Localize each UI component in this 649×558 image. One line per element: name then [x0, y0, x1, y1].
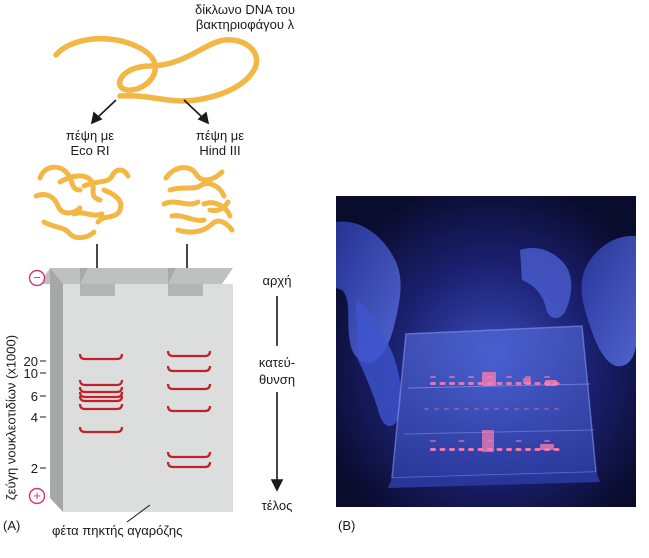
- direction-label-line1: κατεύ-: [258, 355, 296, 370]
- photo-dna-band: [523, 378, 531, 384]
- photo-dna-band: [468, 376, 474, 378]
- digest-left-line2: Eco RI: [70, 143, 110, 158]
- digest-right-line2: Hind III: [199, 143, 241, 158]
- hindiii-band: [166, 451, 212, 459]
- digest-left-line1: πέψη με: [65, 128, 115, 143]
- ecori-band: [78, 426, 124, 434]
- y-axis-label: ζεύγη νουκλεοτιδίων (x1000): [3, 334, 19, 501]
- ecori-band: [78, 395, 124, 403]
- photo-dna-band: [515, 440, 522, 442]
- direction-label-line2: θυνση: [258, 372, 296, 387]
- photo-dna-band: [439, 448, 446, 451]
- photo-dna-band: [553, 448, 560, 451]
- photo-dna-band: [430, 440, 436, 442]
- photo-dna-band: [496, 382, 503, 385]
- ecori-fragments: [33, 164, 131, 241]
- photo-dna-band: [484, 408, 489, 410]
- tick-label-6: 6: [30, 389, 38, 404]
- photo-dna-band: [449, 382, 455, 385]
- photo-dna-band: [444, 408, 449, 410]
- photo-dna-band: [554, 408, 559, 410]
- positive-electrode-icon: [28, 487, 46, 505]
- dna-title-line1: δίκλωνο DNA του: [194, 2, 296, 17]
- photo-dna-band: [540, 444, 554, 450]
- digest-arrows: [90, 99, 210, 125]
- size-ticks: [40, 360, 46, 469]
- photo-dna-band: [424, 408, 429, 410]
- gel-caption-leader: [126, 504, 151, 523]
- hindiii-band: [166, 405, 212, 413]
- photo-dna-band: [449, 448, 455, 451]
- photo-dna-band: [534, 382, 541, 385]
- lambda-dna-strand: [53, 35, 260, 104]
- photo-dna-band: [544, 376, 550, 378]
- photo-dna-band: [454, 408, 459, 410]
- digest-right-line1: πέψη με: [195, 128, 245, 143]
- positive-electrode-symbol: +: [33, 488, 41, 503]
- photo-dna-band: [525, 376, 531, 378]
- hindiii-band: [166, 365, 212, 373]
- photo-dna-band: [468, 382, 474, 385]
- photo-dna-band: [434, 408, 439, 410]
- panel-b-letter: (B): [338, 518, 356, 533]
- photo-dna-band: [544, 408, 549, 410]
- hindiii-lane-bands: [166, 350, 212, 469]
- hindiii-fragments: [161, 165, 235, 235]
- tick-label-2: 2: [30, 461, 38, 476]
- photo-dna-band: [506, 382, 512, 385]
- panel-a-letter: (A): [3, 518, 21, 533]
- photo-dna-band: [525, 448, 531, 451]
- negative-electrode-icon: [28, 269, 46, 287]
- photo-dna-band: [515, 448, 522, 451]
- photo-dna-band: [524, 408, 529, 410]
- ecori-band: [78, 379, 124, 387]
- photo-dna-band: [464, 408, 469, 410]
- photo-dna-band: [504, 408, 509, 410]
- photo-dna-band: [506, 448, 512, 451]
- tick-label-4: 4: [30, 410, 38, 425]
- photo-dna-band: [458, 440, 465, 442]
- agarose-gel-slab: [39, 268, 233, 512]
- photo-dna-band: [496, 448, 503, 451]
- migration-direction-arrow: [270, 296, 284, 492]
- photo-dna-band: [544, 440, 550, 442]
- gel-caption: φέτα πηκτής αγαρόζης: [52, 523, 183, 538]
- tick-label-20: 20: [23, 354, 38, 369]
- photo-dna-band: [468, 448, 474, 451]
- photo-dna-band: [458, 382, 465, 385]
- photo-dna-band: [534, 408, 539, 410]
- ecori-band: [78, 386, 124, 394]
- negative-electrode-symbol: −: [33, 270, 41, 285]
- photo-dna-band: [439, 382, 446, 385]
- photo-dna-band: [515, 382, 522, 385]
- photo-dna-band: [458, 448, 465, 451]
- ecori-band: [78, 353, 124, 361]
- photo-dna-band: [534, 448, 541, 451]
- photo-dna-band: [482, 430, 494, 452]
- dna-title-line2: βακτηριοφάγου λ: [195, 17, 295, 32]
- photo-dna-band: [514, 408, 519, 410]
- gel-photograph: [336, 196, 636, 507]
- ecori-band: [78, 403, 124, 411]
- tick-label-10: 10: [23, 366, 38, 381]
- end-label: τέλος: [261, 498, 293, 513]
- ecori-lane-bands: [78, 353, 124, 434]
- hindiii-band: [166, 461, 212, 469]
- photo-dna-band: [449, 376, 455, 378]
- photo-dna-band: [482, 372, 496, 386]
- photo-dna-band: [494, 408, 499, 410]
- photo-dna-band: [430, 382, 436, 385]
- photo-dna-band: [430, 376, 436, 378]
- photo-dna-band: [474, 408, 479, 410]
- hindiii-band: [166, 350, 212, 358]
- start-label: αρχή: [262, 273, 292, 288]
- ecori-band: [78, 391, 124, 399]
- photo-dna-band: [430, 448, 436, 451]
- hindiii-band: [166, 383, 212, 391]
- photo-dna-band: [545, 380, 557, 386]
- photo-dna-band: [506, 376, 512, 378]
